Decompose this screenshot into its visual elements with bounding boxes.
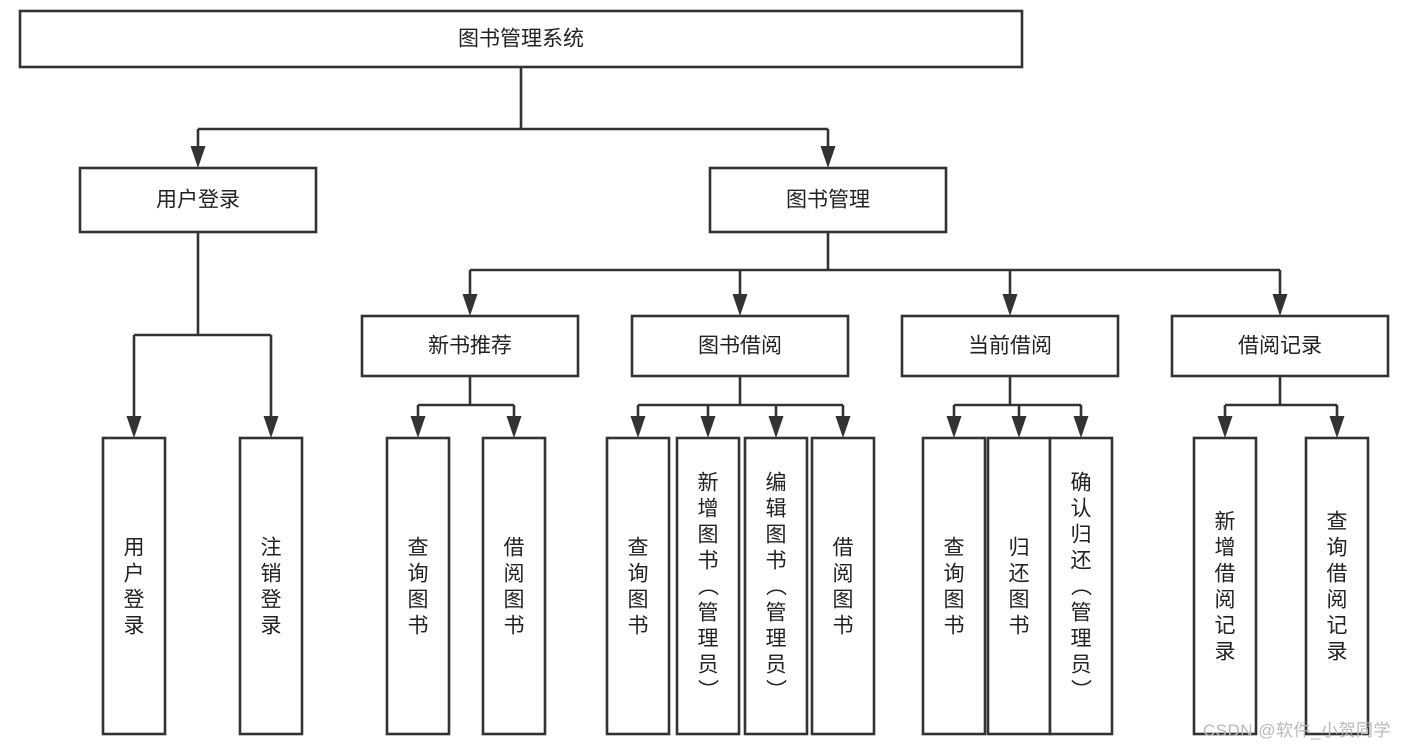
node-box[interactable] [238, 436, 304, 736]
node-label: 借阅图书 [833, 536, 854, 637]
arrow-head-icon [835, 416, 851, 438]
node-box[interactable] [708, 166, 948, 234]
arrow-head-icon [1002, 294, 1018, 316]
node-book-manage[interactable]: 图书管理 [708, 166, 948, 234]
arrow-head-icon [768, 416, 784, 438]
node-leaf-user-login[interactable]: 用户登录 [101, 436, 167, 736]
node-box[interactable] [1304, 436, 1370, 736]
connector-layer [126, 67, 1345, 438]
node-box[interactable] [360, 314, 580, 378]
arrow-head-icon [1272, 294, 1288, 316]
connector-bookmanage-to-level3 [462, 232, 1288, 316]
node-leaf-query-book-2[interactable]: 查询图书 [605, 436, 671, 736]
arrow-head-icon [946, 416, 962, 438]
node-label: 图书管理系统 [458, 28, 584, 51]
arrow-head-icon [506, 416, 522, 438]
arrow-head-icon [820, 146, 836, 168]
node-box[interactable] [385, 436, 451, 736]
node-label: 编辑图书（管理员） [766, 471, 788, 702]
connector-newbookrec-to-leaves [410, 376, 522, 438]
node-label: 查询图书 [408, 536, 429, 637]
node-label: 查询图书 [944, 536, 965, 637]
node-root[interactable]: 图书管理系统 [18, 9, 1024, 69]
node-label: 用户登录 [124, 536, 145, 637]
arrow-head-icon [1011, 416, 1027, 438]
arrow-head-icon [263, 416, 279, 438]
node-box[interactable] [481, 436, 547, 736]
node-label: 借阅记录 [1238, 335, 1322, 358]
node-label: 查询借阅记录 [1327, 510, 1348, 663]
connector-root-to-level2 [190, 67, 836, 168]
node-current-borrow[interactable]: 当前借阅 [900, 314, 1120, 378]
node-box[interactable] [78, 166, 318, 234]
node-leaf-add-book[interactable]: 新增图书（管理员） [675, 436, 741, 736]
node-box[interactable] [18, 9, 1024, 69]
node-label: 图书管理 [786, 189, 870, 212]
node-leaf-query-book-3[interactable]: 查询图书 [921, 436, 987, 736]
node-leaf-confirm-return[interactable]: 确认归还（管理员） [1048, 436, 1114, 736]
node-box[interactable] [810, 436, 876, 736]
node-box[interactable] [1192, 436, 1258, 736]
node-layer: 图书管理系统用户登录图书管理新书推荐图书借阅当前借阅借阅记录用户登录注销登录查询… [18, 9, 1390, 736]
node-user-login[interactable]: 用户登录 [78, 166, 318, 234]
node-leaf-query-record[interactable]: 查询借阅记录 [1304, 436, 1370, 736]
node-label: 查询图书 [628, 536, 649, 637]
arrow-head-icon [190, 146, 206, 168]
arrow-head-icon [410, 416, 426, 438]
node-box[interactable] [605, 436, 671, 736]
node-borrow-record[interactable]: 借阅记录 [1170, 314, 1390, 378]
node-leaf-borrow-book-2[interactable]: 借阅图书 [810, 436, 876, 736]
node-book-borrow[interactable]: 图书借阅 [630, 314, 850, 378]
node-label: 图书借阅 [698, 335, 782, 358]
node-box[interactable] [743, 436, 809, 736]
arrow-head-icon [1329, 416, 1345, 438]
arrow-head-icon [700, 416, 716, 438]
node-label: 注销登录 [261, 536, 282, 637]
node-box[interactable] [675, 436, 741, 736]
connector-userlogin-to-leaves [126, 232, 279, 438]
node-new-book-rec[interactable]: 新书推荐 [360, 314, 580, 378]
connector-borrowrecord-to-leaves [1217, 376, 1345, 438]
node-box[interactable] [101, 436, 167, 736]
node-leaf-borrow-book-1[interactable]: 借阅图书 [481, 436, 547, 736]
node-label: 新书推荐 [428, 335, 512, 358]
node-leaf-return-book[interactable]: 归还图书 [986, 436, 1052, 736]
node-label: 当前借阅 [968, 335, 1052, 358]
node-box[interactable] [900, 314, 1120, 378]
node-label: 新增图书（管理员） [698, 471, 720, 702]
connector-currentborrow-to-leaves [946, 376, 1089, 438]
arrow-head-icon [126, 416, 142, 438]
node-box[interactable] [986, 436, 1052, 736]
connector-bookborrow-to-leaves [630, 376, 851, 438]
node-leaf-add-record[interactable]: 新增借阅记录 [1192, 436, 1258, 736]
arrow-head-icon [1073, 416, 1089, 438]
node-label: 新增借阅记录 [1215, 510, 1236, 663]
node-box[interactable] [1170, 314, 1390, 378]
node-box[interactable] [630, 314, 850, 378]
node-leaf-query-book-1[interactable]: 查询图书 [385, 436, 451, 736]
node-leaf-edit-book[interactable]: 编辑图书（管理员） [743, 436, 809, 736]
node-label: 用户登录 [156, 189, 240, 212]
node-label: 确认归还（管理员） [1071, 471, 1093, 702]
arrow-head-icon [1217, 416, 1233, 438]
node-label: 借阅图书 [504, 536, 525, 637]
arrow-head-icon [630, 416, 646, 438]
arrow-head-icon [462, 294, 478, 316]
node-label: 归还图书 [1009, 536, 1030, 637]
node-box[interactable] [921, 436, 987, 736]
arrow-head-icon [732, 294, 748, 316]
node-leaf-user-logout[interactable]: 注销登录 [238, 436, 304, 736]
node-box[interactable] [1048, 436, 1114, 736]
